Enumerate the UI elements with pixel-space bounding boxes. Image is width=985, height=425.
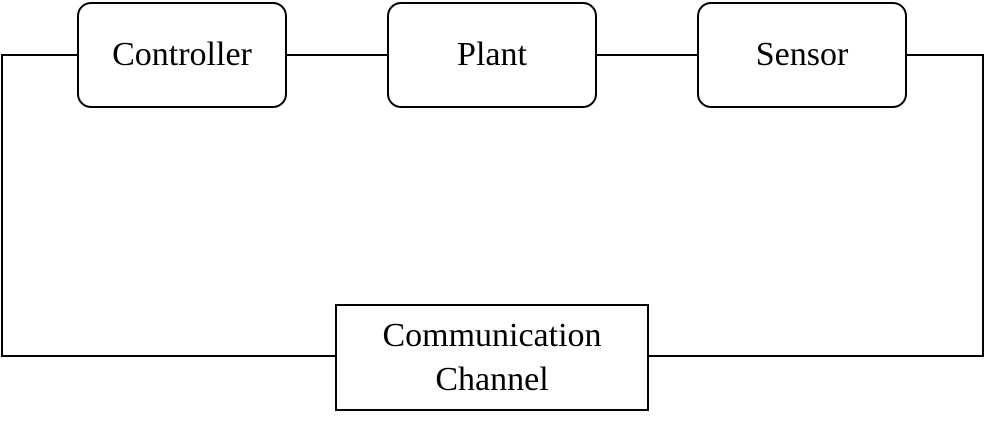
controller-block: Controller <box>77 2 287 108</box>
communication-channel-block: Communication Channel <box>335 304 649 411</box>
communication-channel-label: Communication Channel <box>382 314 601 402</box>
sensor-label: Sensor <box>755 36 849 73</box>
controller-label: Controller <box>112 36 252 73</box>
wire-sensor-to-channel <box>648 54 984 357</box>
sensor-block: Sensor <box>697 2 907 108</box>
channel-label-line2: Channel <box>435 360 549 398</box>
channel-label-line1: Communication <box>382 316 602 354</box>
plant-label: Plant <box>457 36 527 73</box>
plant-block: Plant <box>387 2 597 108</box>
wire-channel-to-controller <box>1 54 336 357</box>
